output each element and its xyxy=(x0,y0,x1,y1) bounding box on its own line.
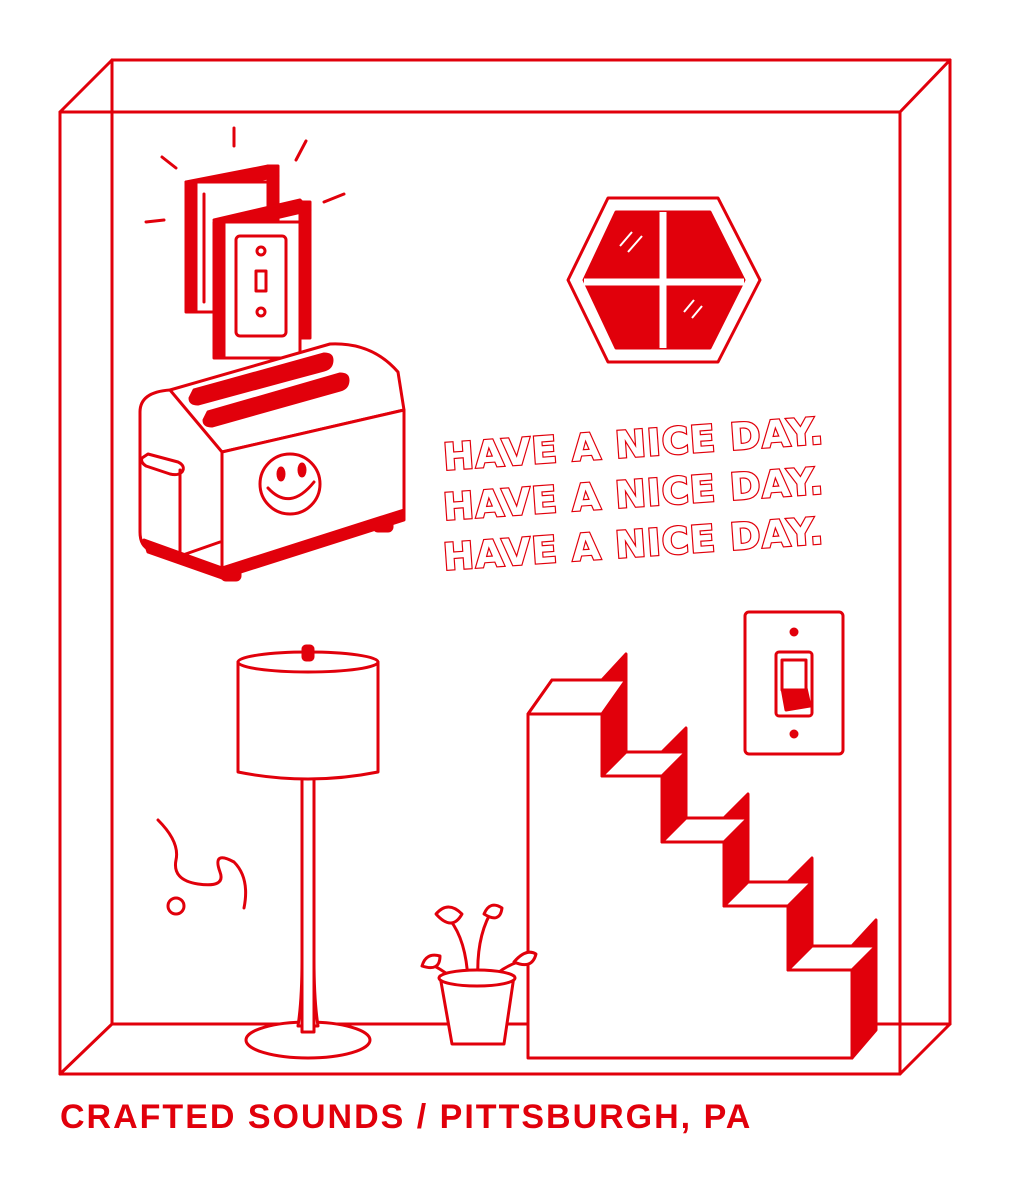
staircase-icon xyxy=(526,652,878,1060)
potted-plant-icon xyxy=(420,903,538,1046)
toaster-icon xyxy=(138,342,406,582)
light-switch-icon xyxy=(743,610,845,756)
hexagon-window-icon xyxy=(566,196,762,364)
caption-text: CRAFTED SOUNDS / PITTSBURGH, PA xyxy=(60,1098,752,1136)
cassette-tape-icon xyxy=(144,126,346,360)
floor-lamp-icon xyxy=(236,644,380,1060)
small-circle-icon xyxy=(166,896,186,916)
smiley-face-icon xyxy=(258,452,322,516)
slogan-text: HAVE A NICE DAY. HAVE A NICE DAY. HAVE A… xyxy=(440,408,826,580)
squiggle-line-icon xyxy=(156,818,248,910)
